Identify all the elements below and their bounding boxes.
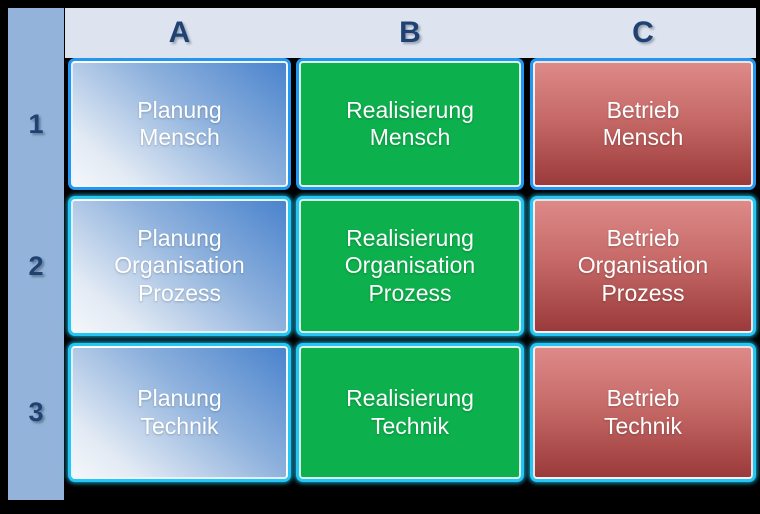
matrix-cell-line: Betrieb bbox=[606, 225, 680, 252]
matrix-cell-line: Realisierung bbox=[346, 225, 474, 252]
matrix-cell-line: Technik bbox=[604, 412, 682, 439]
matrix-cell-line: Mensch bbox=[602, 124, 684, 150]
matrix-cell-line: Betrieb bbox=[606, 385, 680, 412]
row-header-2: 2 bbox=[28, 250, 44, 281]
matrix-cell-line: Betrieb bbox=[606, 96, 680, 123]
column-header-c: C bbox=[632, 16, 654, 49]
matrix-cell-line: Realisierung bbox=[346, 385, 474, 412]
column-header-a: A bbox=[168, 16, 191, 49]
matrix-cell-line: Mensch bbox=[369, 124, 451, 150]
matrix-cell-line: Realisierung bbox=[346, 96, 474, 123]
column-header-b: B bbox=[399, 16, 421, 49]
matrix-cell-line: Prozess bbox=[137, 279, 222, 306]
row-header-3: 3 bbox=[28, 397, 44, 427]
matrix-cell-line: Planung bbox=[137, 96, 222, 123]
matrix-cell-line: Technik bbox=[140, 412, 219, 439]
matrix-cell-line: Mensch bbox=[139, 124, 220, 150]
matrix-cell-line: Organisation bbox=[114, 252, 245, 279]
matrix-cell-line: Planung bbox=[137, 385, 222, 412]
matrix-cell-line: Technik bbox=[371, 412, 449, 439]
matrix-cell-line: Organisation bbox=[577, 252, 709, 279]
matrix-cell-line: Organisation bbox=[344, 252, 476, 279]
matrix-cell-line: Prozess bbox=[368, 279, 452, 306]
row-header-strip bbox=[8, 8, 64, 500]
row-header-1: 1 bbox=[28, 108, 44, 139]
column-header-strip bbox=[65, 8, 756, 58]
matrix-cell-line: Planung bbox=[137, 225, 222, 252]
matrix-cell-line: Prozess bbox=[601, 279, 685, 306]
